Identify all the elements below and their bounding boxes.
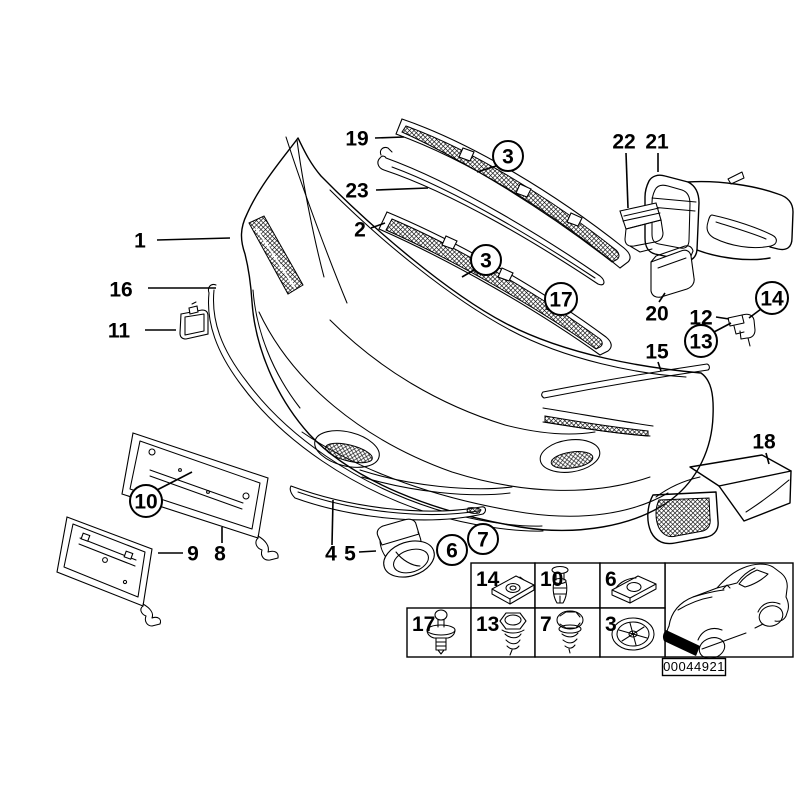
trim-strip-part xyxy=(377,146,605,286)
drawing-number-box xyxy=(661,657,727,677)
svg-text:13: 13 xyxy=(689,331,712,354)
plastic-nut-icon xyxy=(611,617,655,651)
brake-duct-housing-part xyxy=(644,171,794,262)
callout-14: 14 xyxy=(748,281,789,319)
callout-12: 12 xyxy=(689,307,730,330)
svg-text:18: 18 xyxy=(752,431,776,454)
legend-cell-label: 17 xyxy=(412,613,435,636)
car-sedan-thumbnail-icon xyxy=(662,563,789,659)
svg-text:12: 12 xyxy=(689,307,712,330)
hex-screw-spring-washer-icon xyxy=(499,612,527,656)
tow-eye-cover-part xyxy=(179,301,209,340)
callout-15: 15 xyxy=(645,341,669,372)
svg-text:8: 8 xyxy=(214,543,226,566)
svg-text:22: 22 xyxy=(612,131,635,154)
callout-3: 3 xyxy=(461,244,502,278)
svg-text:9: 9 xyxy=(187,543,199,566)
lower-grille-part xyxy=(378,211,612,356)
legend-cell-14: 14 xyxy=(470,562,536,609)
svg-text:17: 17 xyxy=(549,289,572,312)
clip-part xyxy=(727,313,756,347)
callout-10: 10 xyxy=(129,471,193,518)
legend-cell-label: 6 xyxy=(605,568,617,591)
legend-cell-17: 17 xyxy=(406,607,472,658)
plate-filler-lower-part xyxy=(56,516,162,627)
svg-text:23: 23 xyxy=(345,180,368,203)
brake-duct-part xyxy=(647,454,792,545)
callout-19: 19 xyxy=(345,128,405,151)
callout-22: 22 xyxy=(612,131,636,209)
callout-18: 18 xyxy=(752,431,776,465)
callout-2: 2 xyxy=(354,219,386,242)
svg-text:6: 6 xyxy=(446,540,458,563)
legend-cell-label: 3 xyxy=(605,613,617,636)
svg-text:10: 10 xyxy=(134,491,157,514)
expanding-rivet-large-icon xyxy=(426,609,456,655)
legend-cell-label: 7 xyxy=(540,613,552,636)
drawing-number-text: 00044921 xyxy=(663,659,725,674)
callout-1: 1 xyxy=(134,230,231,253)
legend-cell-label: 14 xyxy=(476,568,500,591)
callout-8: 8 xyxy=(214,527,226,566)
callout-11: 11 xyxy=(108,320,176,343)
callout-5: 5 xyxy=(344,543,377,566)
svg-text:21: 21 xyxy=(645,131,669,154)
bracket-part xyxy=(619,202,664,253)
svg-text:11: 11 xyxy=(108,320,131,343)
bumper-cover-part xyxy=(240,136,714,532)
callout-23: 23 xyxy=(345,180,429,203)
speed-nut-clip-icon xyxy=(491,575,535,605)
svg-text:4: 4 xyxy=(325,543,337,566)
svg-text:5: 5 xyxy=(344,543,356,566)
callout-7: 7 xyxy=(467,523,499,555)
callout-17: 17 xyxy=(544,282,578,316)
callout-3: 3 xyxy=(476,140,524,173)
svg-text:20: 20 xyxy=(645,303,668,326)
callout-20: 20 xyxy=(645,292,669,326)
svg-text:14: 14 xyxy=(760,288,784,311)
svg-text:1: 1 xyxy=(134,230,146,253)
plate-filler-upper-part xyxy=(121,432,279,561)
svg-text:19: 19 xyxy=(345,128,368,151)
expanding-rivet-icon xyxy=(551,565,569,604)
vehicle-cell-border xyxy=(664,562,794,658)
hex-screw-icon xyxy=(556,610,584,654)
grommet-part xyxy=(376,518,435,578)
legend-cell-13: 13 xyxy=(470,607,536,658)
svg-text:3: 3 xyxy=(502,146,514,169)
svg-text:7: 7 xyxy=(477,529,489,552)
callout-21: 21 xyxy=(645,131,669,172)
callout-4: 4 xyxy=(325,499,337,566)
foglamp-blank-part xyxy=(650,245,695,298)
svg-text:16: 16 xyxy=(109,279,132,302)
callout-13: 13 xyxy=(684,322,732,358)
svg-text:2: 2 xyxy=(354,219,366,242)
svg-text:3: 3 xyxy=(480,250,492,273)
impact-strip-part xyxy=(541,363,710,399)
callout-6: 6 xyxy=(436,534,468,566)
callout-9: 9 xyxy=(158,543,199,566)
upper-grille-part xyxy=(395,118,631,269)
legend-cell-label: 13 xyxy=(476,613,499,636)
svg-text:15: 15 xyxy=(645,341,669,364)
lip-trim-strip-part xyxy=(289,485,486,521)
callout-16: 16 xyxy=(109,279,216,302)
clip-nut-icon xyxy=(611,575,657,604)
